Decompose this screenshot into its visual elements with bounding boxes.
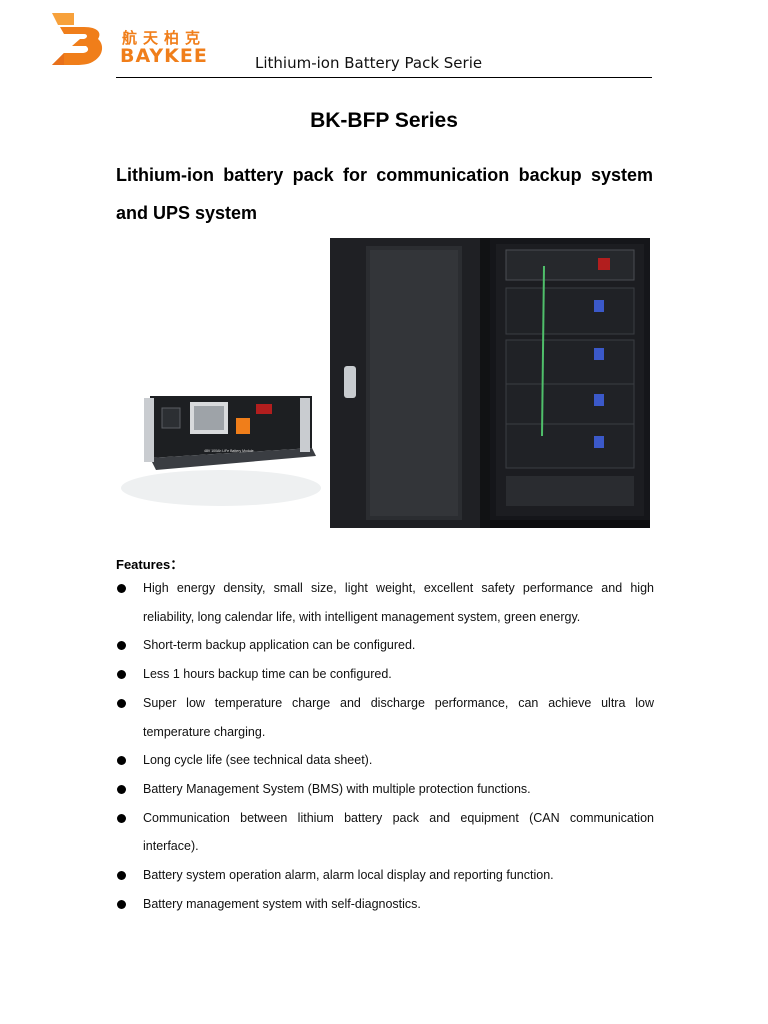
- bullet-icon: [117, 670, 126, 680]
- feature-text: Communication between lithium battery pa…: [143, 810, 654, 854]
- feature-text: Battery Management System (BMS) with mul…: [143, 781, 531, 796]
- bullet-icon: [117, 871, 126, 881]
- feature-text: High energy density, small size, light w…: [143, 581, 654, 624]
- list-item: Communication between lithium battery pa…: [116, 804, 654, 861]
- list-item: Battery management system with self-diag…: [116, 890, 654, 919]
- baykee-logo-icon: [52, 13, 103, 65]
- feature-text: Battery management system with self-diag…: [143, 896, 421, 911]
- list-item: Less 1 hours backup time can be configur…: [116, 660, 654, 689]
- battery-module-label: 48V 100Ah LiFe Battery Module: [204, 449, 254, 453]
- bullet-icon: [117, 899, 126, 909]
- list-item: Battery Management System (BMS) with mul…: [116, 775, 654, 804]
- list-item: Super low temperature charge and dischar…: [116, 689, 654, 746]
- list-item: Long cycle life (see technical data shee…: [116, 746, 654, 775]
- features-list: High energy density, small size, light w…: [116, 574, 654, 918]
- list-item: High energy density, small size, light w…: [116, 574, 654, 631]
- header-divider: [116, 77, 652, 78]
- bullet-icon: [117, 813, 126, 823]
- bullet-icon: [117, 756, 126, 766]
- header-title: Lithium-ion Battery Pack Serie: [255, 54, 483, 72]
- document-subtitle: Lithium-ion battery pack for communicati…: [116, 165, 653, 223]
- logo-english-text: BAYKEE: [120, 45, 208, 67]
- feature-text: Battery system operation alarm, alarm lo…: [143, 868, 554, 883]
- bullet-icon: [117, 784, 126, 794]
- feature-text: Short-term backup application can be con…: [143, 638, 416, 653]
- feature-text: Super low temperature charge and dischar…: [143, 695, 654, 739]
- battery-module-photo: 48V 100Ah LiFe Battery Module: [116, 338, 326, 528]
- bullet-icon: [117, 698, 126, 708]
- battery-cabinet-photo: [330, 238, 650, 528]
- logo-chinese-text: 航天柏克: [122, 29, 207, 47]
- features-heading: Features：: [116, 557, 184, 572]
- bullet-icon: [117, 584, 126, 593]
- feature-text: Less 1 hours backup time can be configur…: [143, 667, 392, 682]
- list-item: Battery system operation alarm, alarm lo…: [116, 861, 654, 890]
- list-item: Short-term backup application can be con…: [116, 631, 654, 660]
- bullet-icon: [117, 641, 126, 651]
- page-header: 航天柏克 BAYKEE Lithium-ion Battery Pack Ser…: [0, 0, 768, 80]
- feature-text: Long cycle life (see technical data shee…: [143, 753, 373, 768]
- document-title: BK-BFP Series: [310, 109, 458, 132]
